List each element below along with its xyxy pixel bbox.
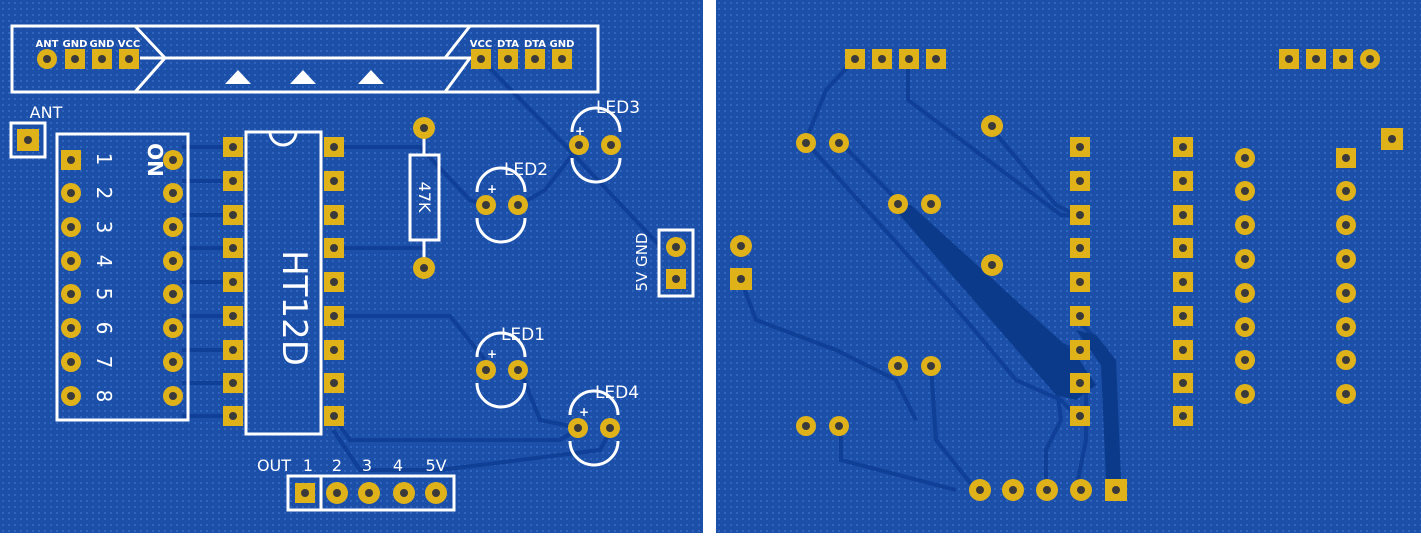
rf-module-outline bbox=[10, 24, 600, 94]
svg-text:+: + bbox=[575, 124, 585, 138]
out-label-1: 1 bbox=[303, 456, 313, 475]
dip-numbers: 1 2 3 4 5 6 7 8 bbox=[92, 153, 116, 403]
out-label-2: 2 bbox=[332, 456, 342, 475]
bottom-led-pads bbox=[796, 133, 941, 436]
chip-pads-left bbox=[223, 137, 243, 426]
pin-label-right-1: VCC bbox=[470, 39, 492, 50]
bottom-dip-pads-a bbox=[1235, 148, 1255, 404]
module-left-labels: ANT GND GND VCC VCC DTA DTA GND bbox=[36, 39, 575, 50]
led-3: LED3 + bbox=[569, 98, 640, 184]
dip-number-4: 4 bbox=[92, 255, 116, 268]
bottom-copper-fill bbox=[716, 0, 1421, 533]
module-arrows bbox=[225, 70, 384, 84]
out-label-out: OUT bbox=[257, 456, 291, 475]
dip-pads bbox=[61, 150, 183, 406]
svg-text:+: + bbox=[579, 405, 589, 419]
pcb-bottom-view bbox=[716, 0, 1421, 533]
dip-number-7: 7 bbox=[92, 356, 116, 369]
ant-label: ANT bbox=[30, 103, 63, 122]
dip-number-2: 2 bbox=[92, 187, 116, 200]
resistor-label: 47K bbox=[415, 182, 434, 213]
ground-pour-trace bbox=[891, 205, 1096, 400]
pin-label-left-4: VCC bbox=[118, 39, 140, 50]
bottom-chip-pads-a bbox=[1070, 137, 1090, 426]
led4-label: LED4 bbox=[595, 383, 639, 403]
module-pads bbox=[37, 49, 572, 69]
dip-number-1: 1 bbox=[92, 153, 116, 166]
ht12d-outline bbox=[244, 130, 323, 436]
dip-switch-outline bbox=[55, 132, 190, 422]
bottom-module-pads bbox=[845, 49, 1380, 69]
chip-label: HT12D bbox=[274, 250, 314, 366]
pcb-top-view: ANT GND GND VCC VCC DTA DTA GND ANT ON 1… bbox=[0, 0, 703, 533]
led1-label: LED1 bbox=[501, 325, 545, 345]
pin-label-left-3: GND bbox=[90, 39, 115, 50]
board-copper-fill bbox=[0, 0, 703, 533]
bottom-dip-pads-b bbox=[1336, 148, 1356, 404]
bottom-out-pads bbox=[969, 479, 1127, 501]
out-header-pads bbox=[295, 482, 447, 504]
dip-number-3: 3 bbox=[92, 221, 116, 234]
chip-pads-right bbox=[324, 137, 344, 426]
ant-pad-outline bbox=[9, 121, 47, 159]
pcb-top-svg: ANT GND GND VCC VCC DTA DTA GND ANT ON 1… bbox=[0, 0, 703, 533]
led-2: LED2 + bbox=[475, 160, 548, 244]
out-labels: OUT 1 2 3 4 5V bbox=[257, 456, 447, 475]
out-label-3: 3 bbox=[362, 456, 372, 475]
led-4: LED4 + bbox=[568, 383, 639, 467]
out-label-5v: 5V bbox=[425, 456, 446, 475]
led2-label: LED2 bbox=[504, 160, 548, 180]
dip-number-8: 8 bbox=[92, 390, 116, 403]
bottom-chip-pads-b bbox=[1173, 137, 1193, 426]
power-label: 5V GND bbox=[633, 233, 651, 292]
dip-number-6: 6 bbox=[92, 322, 116, 335]
chip-notch bbox=[268, 131, 298, 147]
pin-label-right-3: DTA bbox=[524, 39, 546, 50]
pin-label-left-1: ANT bbox=[36, 39, 59, 50]
pin-label-left-2: GND bbox=[63, 39, 88, 50]
led-1: LED1 + bbox=[475, 325, 545, 409]
resistor-outline bbox=[408, 153, 441, 242]
pin-label-right-4: GND bbox=[550, 39, 575, 50]
svg-text:+: + bbox=[487, 182, 497, 196]
dip-number-5: 5 bbox=[92, 288, 116, 301]
svg-text:+: + bbox=[487, 347, 497, 361]
pcb-bottom-svg bbox=[716, 0, 1421, 533]
out-header-outline bbox=[286, 474, 456, 512]
pin-label-right-2: DTA bbox=[497, 39, 519, 50]
power-header-outline bbox=[657, 228, 695, 298]
out-label-4: 4 bbox=[393, 456, 403, 475]
led3-label: LED3 bbox=[596, 98, 640, 118]
